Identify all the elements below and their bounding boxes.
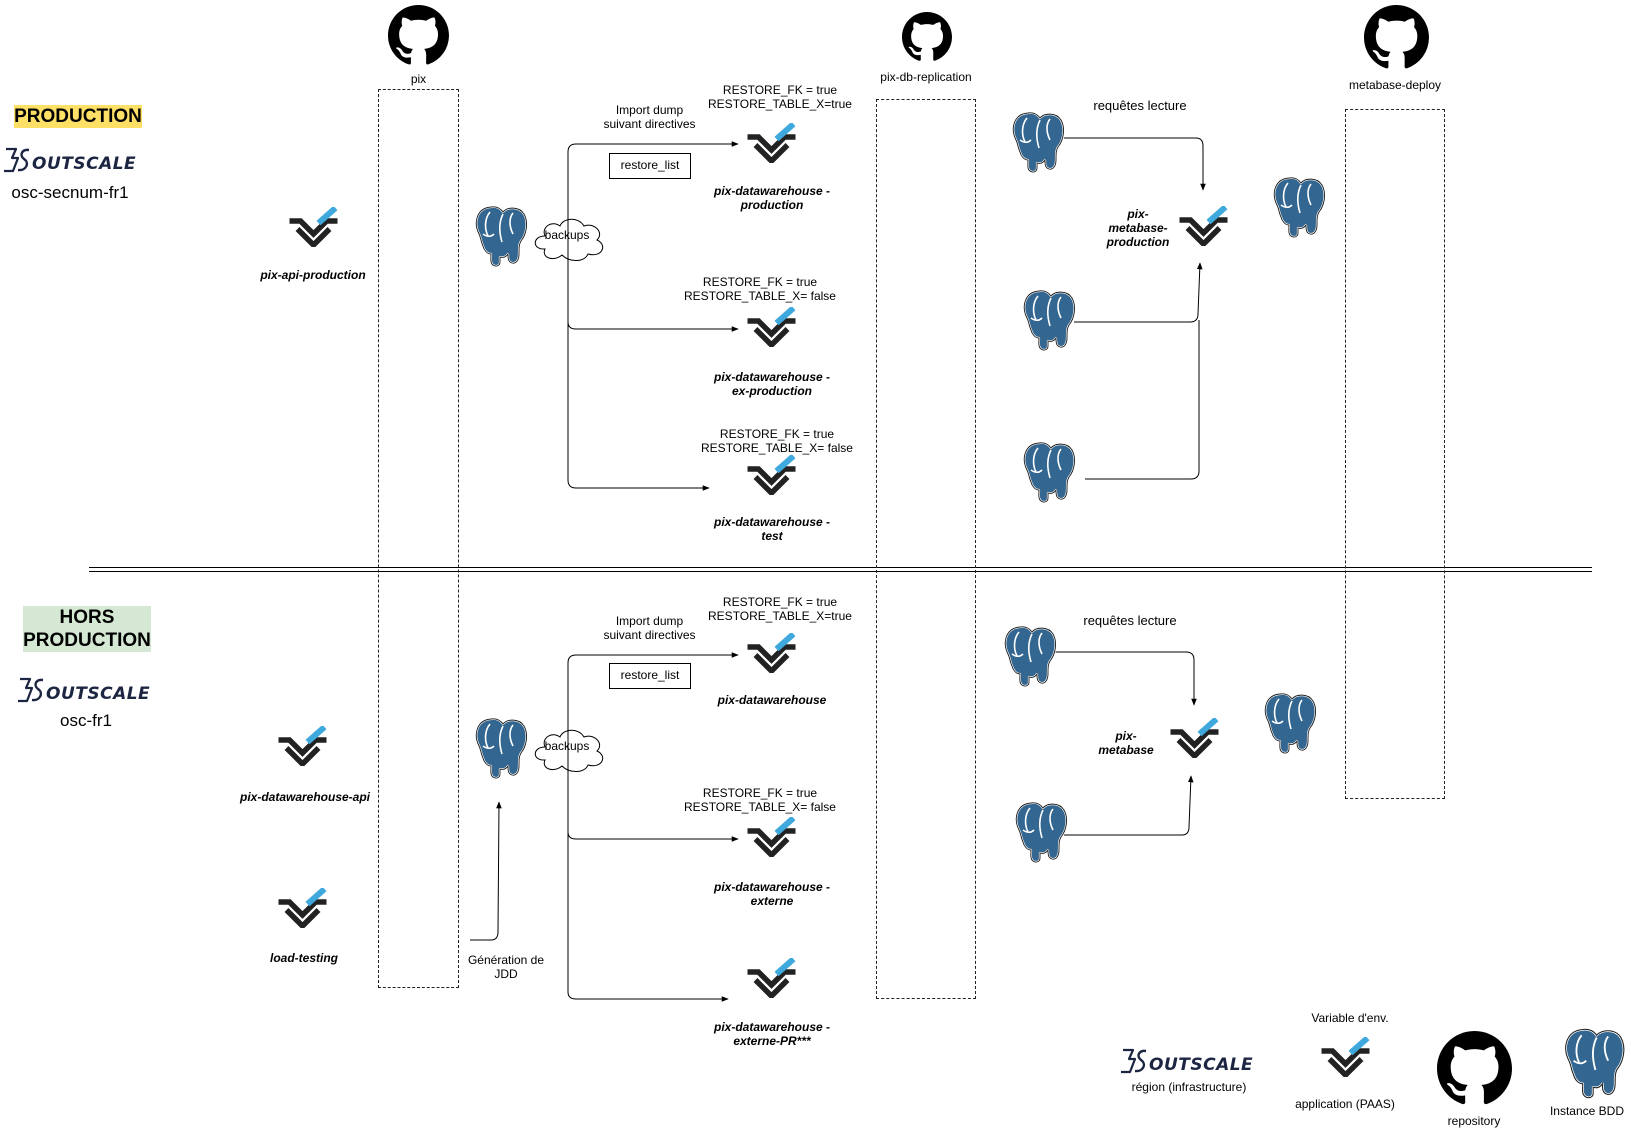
section-separator — [89, 567, 1592, 572]
scalingo-paas-icon — [748, 959, 796, 996]
restore-list-box: restore_list — [609, 153, 691, 179]
scalingo-paas-icon — [748, 308, 796, 345]
scalingo-paas-icon — [290, 208, 338, 245]
hors-production-region-label: osc-fr1 — [60, 711, 112, 730]
jdd-generation-label: Génération de JDD — [467, 953, 545, 981]
restore-list-box: restore_list — [609, 663, 691, 689]
read-queries-label: requêtes lecture — [1093, 98, 1187, 113]
scalingo-paas-icon — [748, 634, 796, 671]
backups-label: backups — [544, 228, 590, 242]
backups-cloud-production — [534, 218, 604, 261]
outscale-logo — [2, 147, 138, 175]
app-label-metabase-production: pix- metabase- production — [1106, 207, 1170, 249]
postgresql-icon — [1273, 176, 1326, 239]
env-vars-dw: RESTORE_FK = true RESTORE_TABLE_X=true — [708, 595, 852, 623]
production-tag: PRODUCTION — [14, 105, 142, 128]
legend-region-label: région (infrastructure) — [1131, 1080, 1247, 1094]
jdd-generation-arrow — [470, 801, 502, 941]
restore-branch-hors-production — [567, 652, 739, 1002]
hors-production-tag: HORS PRODUCTION — [23, 606, 151, 652]
legend-paas-label: application (PAAS) — [1295, 1097, 1395, 1111]
app-label-dw-externe-pr: pix-datawarehouse -externe-PR*** — [713, 1020, 831, 1048]
production-region-label: osc-secnum-fr1 — [11, 183, 129, 202]
scalingo-paas-icon — [748, 124, 796, 161]
app-label-dw-externe: pix-datawarehouse -externe — [713, 880, 831, 908]
scalingo-paas-icon — [1180, 207, 1228, 244]
postgresql-icon — [1004, 625, 1057, 688]
import-dump-label: Import dump suivant directives — [603, 103, 696, 131]
github-icon — [1364, 5, 1429, 69]
env-vars-dw-test: RESTORE_FK = true RESTORE_TABLE_X= false — [701, 427, 853, 455]
repo-lane-metabase-deploy — [1345, 109, 1445, 799]
env-vars-dw-externe: RESTORE_FK = true RESTORE_TABLE_X= false — [684, 786, 836, 814]
scalingo-paas-icon — [279, 727, 327, 764]
env-vars-dw-production: RESTORE_FK = true RESTORE_TABLE_X=true — [708, 83, 852, 111]
app-label-metabase: pix- metabase — [1098, 729, 1154, 757]
scalingo-paas-icon — [748, 818, 796, 855]
postgresql-icon — [1023, 441, 1076, 504]
github-icon — [1437, 1031, 1512, 1105]
postgresql-icon — [1264, 692, 1317, 755]
app-label-dw: pix-datawarehouse — [717, 693, 827, 707]
env-vars-dw-ex-production: RESTORE_FK = true RESTORE_TABLE_X= false — [684, 275, 836, 303]
backups-label: backups — [544, 739, 590, 753]
repo-lane-pix — [378, 89, 459, 988]
repo-label-pix: pix — [410, 72, 427, 86]
postgresql-icon — [1015, 801, 1068, 864]
scalingo-paas-icon — [1322, 1038, 1370, 1075]
outscale-logo — [1119, 1048, 1255, 1076]
outscale-logo — [16, 677, 152, 705]
read-arrows-hors-production — [1054, 651, 1197, 836]
repo-lane-pix-db-replication — [876, 99, 976, 999]
repo-label-pix-db-replication: pix-db-replication — [880, 70, 972, 84]
scalingo-paas-icon — [279, 889, 327, 926]
import-dump-label: Import dump suivant directives — [603, 614, 696, 642]
app-label-dw-api: pix-datawarehouse-api — [239, 790, 371, 804]
app-label-load-testing: load-testing — [270, 951, 338, 965]
scalingo-paas-icon — [1171, 719, 1219, 756]
github-icon — [388, 5, 449, 65]
read-queries-label: requêtes lecture — [1083, 613, 1177, 628]
postgresql-icon — [1012, 111, 1065, 174]
scalingo-paas-icon — [748, 456, 796, 493]
app-label-dw-test: pix-datawarehouse -test — [713, 515, 831, 543]
legend-repo-label: repository — [1447, 1114, 1501, 1128]
app-label-dw-production: pix-datawarehouse -production — [713, 184, 831, 212]
read-arrows-production — [1064, 137, 1206, 480]
postgresql-icon — [1564, 1027, 1626, 1099]
postgresql-icon — [475, 205, 528, 268]
repo-label-metabase-deploy: metabase-deploy — [1348, 78, 1442, 92]
restore-branch-production — [567, 141, 739, 491]
app-label-pix-api-production: pix-api-production — [260, 268, 366, 282]
legend-env-var-label: Variable d'env. — [1311, 1011, 1389, 1025]
github-icon — [902, 12, 952, 61]
legend-db-label: Instance BDD — [1549, 1104, 1625, 1118]
postgresql-icon — [475, 717, 528, 780]
backups-cloud-hors-production — [534, 729, 604, 772]
app-label-dw-ex-production: pix-datawarehouse -ex-production — [713, 370, 831, 398]
postgresql-icon — [1023, 289, 1076, 352]
